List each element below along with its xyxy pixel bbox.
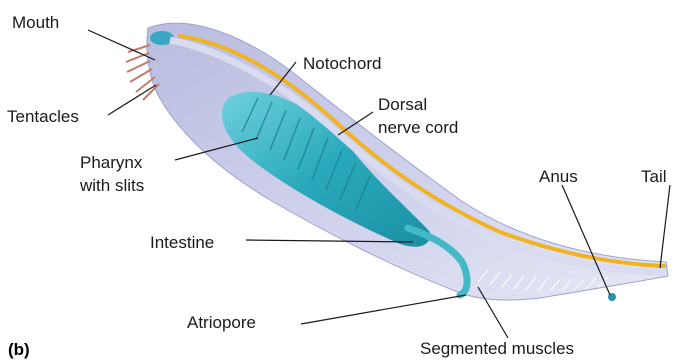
label-dorsal-nerve-cord-line2: nerve cord [378, 118, 458, 138]
label-anus: Anus [539, 167, 578, 187]
label-segmented-muscles: Segmented muscles [420, 339, 574, 359]
panel-label: (b) [8, 340, 30, 360]
label-tail: Tail [641, 167, 667, 187]
leader-tail [660, 185, 670, 268]
label-pharynx-line1: Pharynx [80, 153, 142, 173]
leader-mouth [88, 30, 155, 60]
label-pharynx-line2: with slits [80, 176, 144, 196]
label-atriopore: Atriopore [187, 313, 256, 333]
label-mouth: Mouth [12, 13, 59, 33]
label-notochord: Notochord [303, 54, 381, 74]
label-dorsal-nerve-cord-line1: Dorsal [378, 95, 427, 115]
leader-tentacles [108, 85, 156, 115]
leader-atriopore [301, 295, 466, 324]
label-tentacles: Tentacles [7, 107, 79, 127]
label-intestine: Intestine [150, 233, 214, 253]
